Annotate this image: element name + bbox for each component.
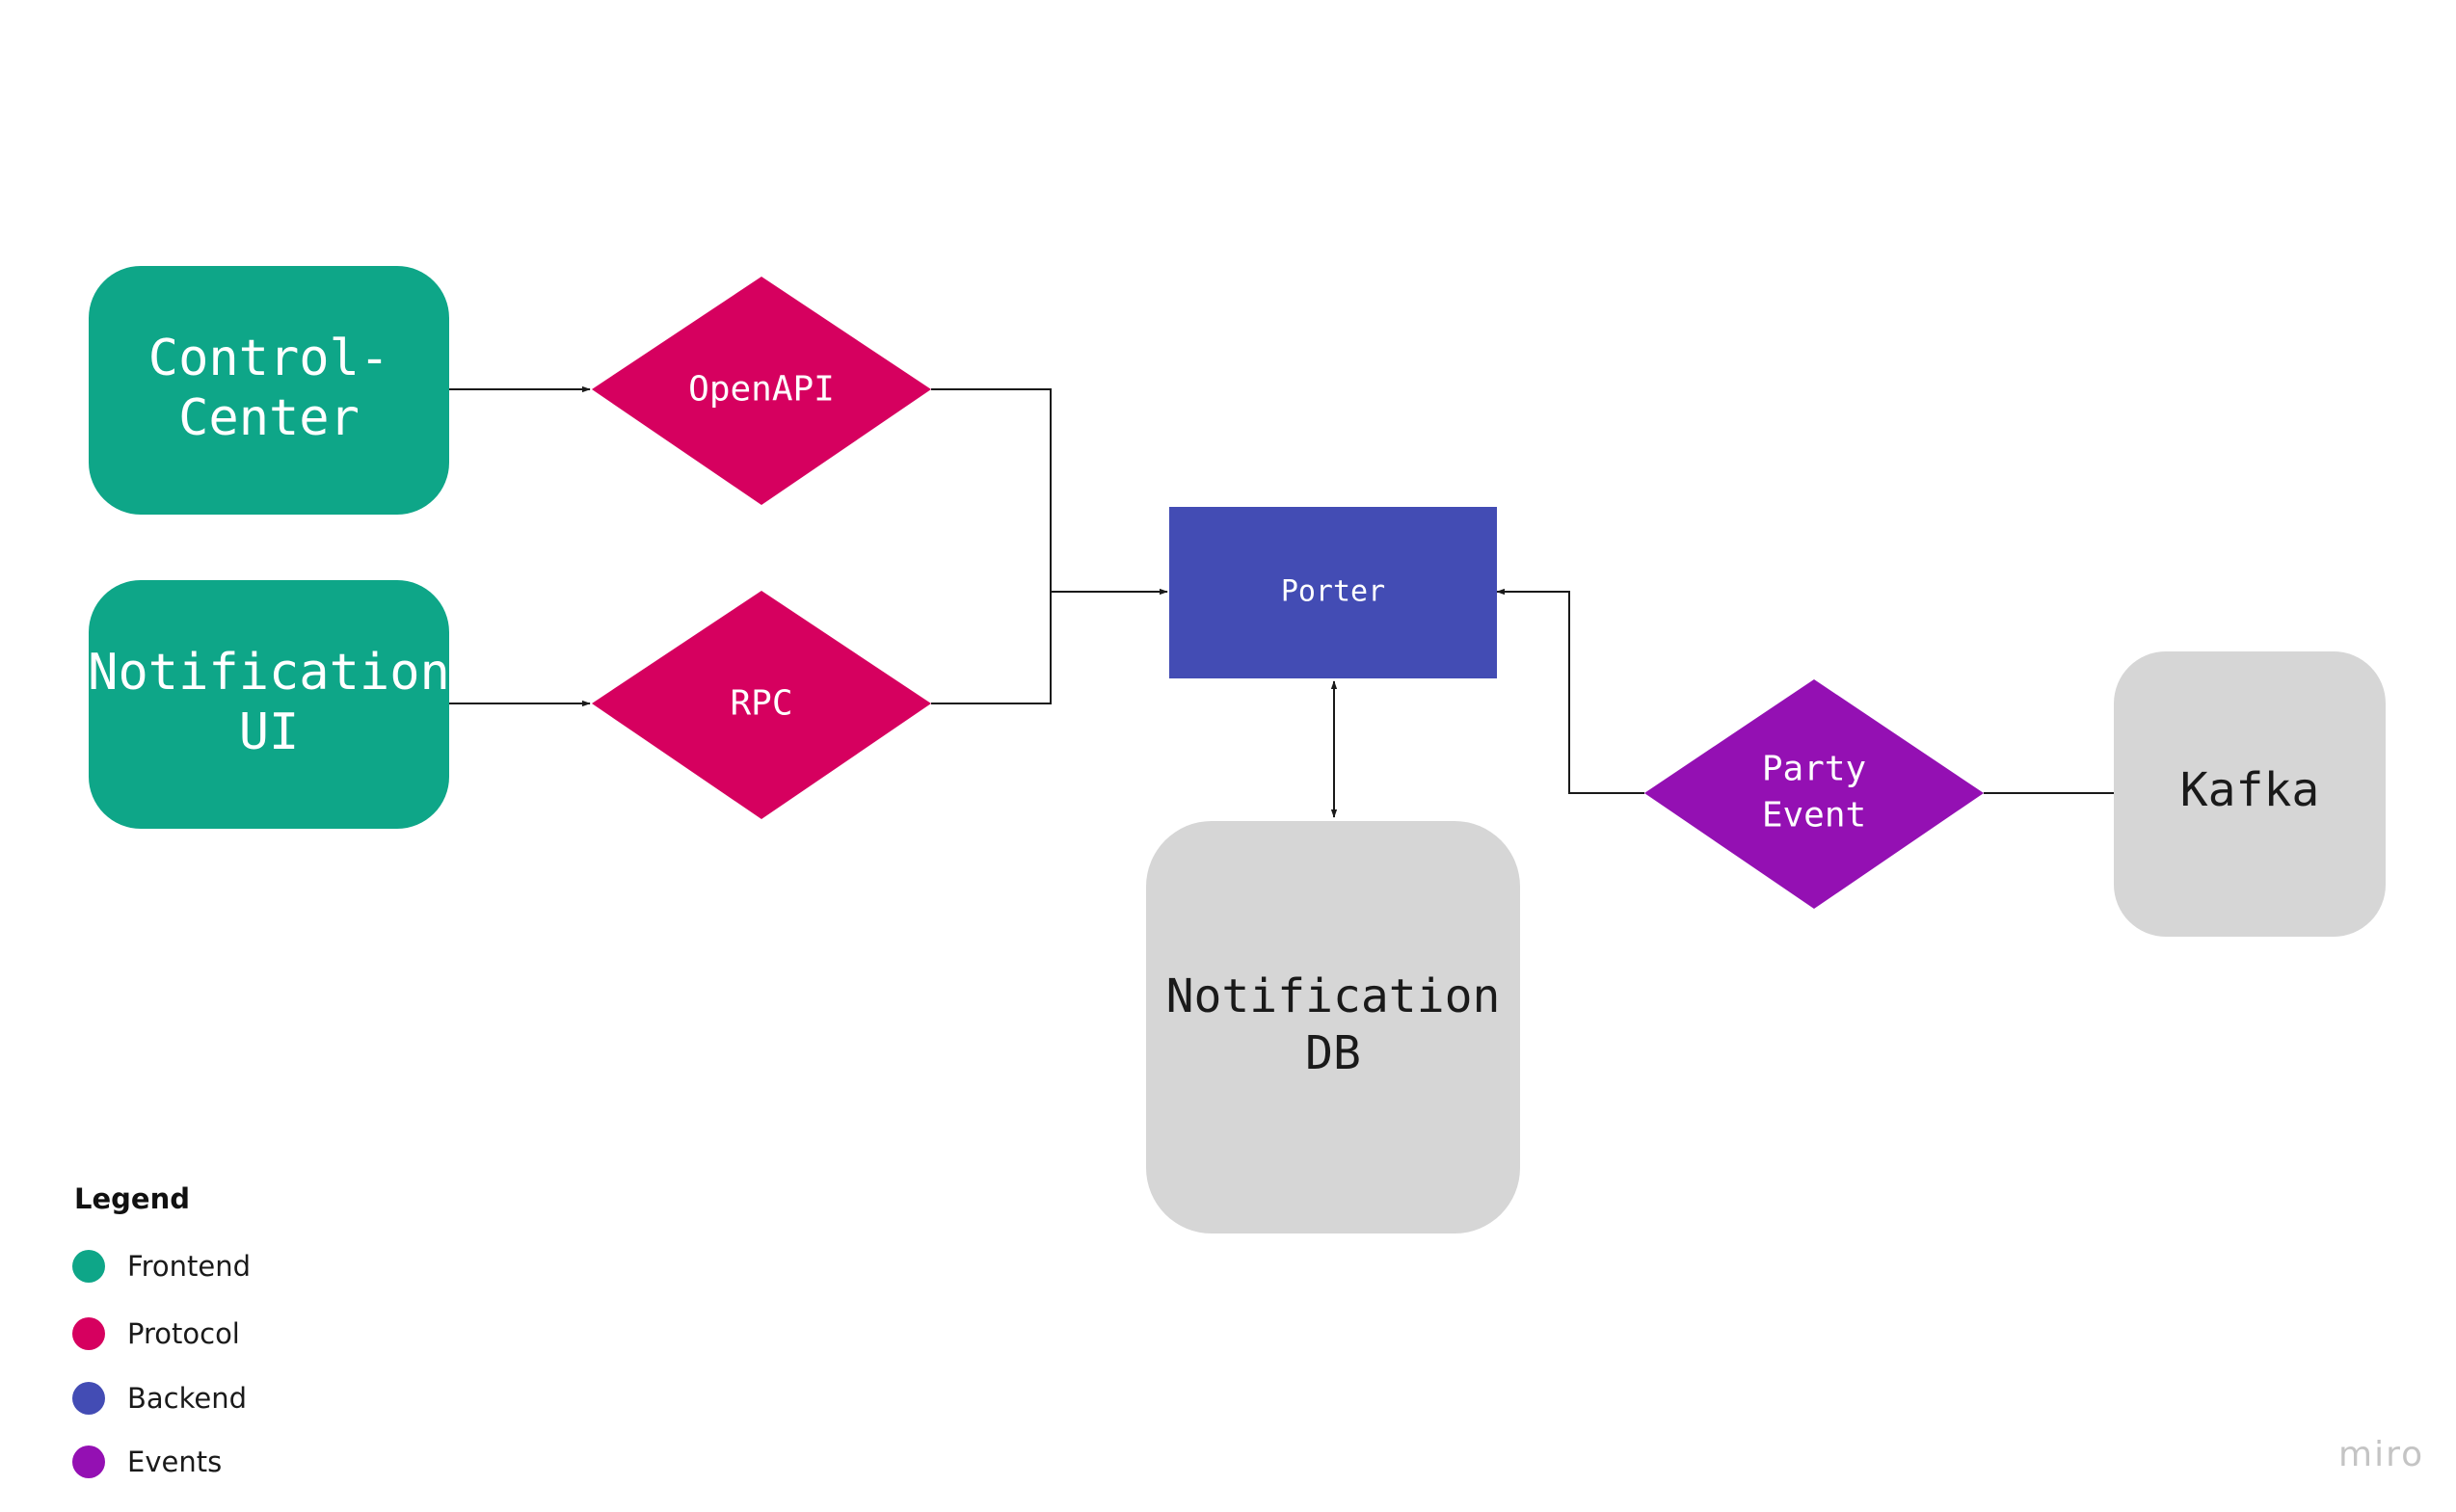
rpc-shape [592, 591, 931, 819]
notification-ui-shape [89, 580, 449, 829]
rpc-label: RPC [730, 684, 792, 724]
legend-swatch-backend [72, 1382, 105, 1415]
legend-label-frontend: Frontend [127, 1250, 251, 1283]
legend-title: Legend [74, 1182, 190, 1215]
node-notification-ui[interactable]: Notification UI [88, 580, 450, 829]
notification-ui-label-line2: UI [239, 703, 300, 761]
control-center-label-line1: Control- [148, 330, 389, 387]
party-event-label-line1: Party [1762, 750, 1866, 789]
edge-party-event-to-porter [1496, 588, 1644, 794]
kafka-label: Kafka [2180, 763, 2320, 817]
legend-swatch-protocol [72, 1317, 105, 1350]
node-party-event[interactable]: Party Event [1644, 679, 1984, 909]
legend-label-backend: Backend [127, 1382, 247, 1415]
miro-watermark: miro [2338, 1435, 2424, 1474]
node-notification-db[interactable]: Notification DB [1146, 821, 1520, 1233]
notification-db-label-line2: DB [1305, 1026, 1361, 1080]
notification-db-label-line1: Notification [1166, 969, 1501, 1023]
node-openapi[interactable]: OpenAPI [592, 277, 931, 505]
openapi-label: OpenAPI [688, 370, 835, 410]
legend-label-protocol: Protocol [127, 1317, 240, 1350]
openapi-shape [592, 277, 931, 505]
edge-rpc-to-porter [931, 588, 1168, 704]
notification-db-shape [1146, 821, 1520, 1233]
party-event-shape [1644, 679, 1984, 909]
node-rpc[interactable]: RPC [592, 591, 931, 819]
notification-ui-label-line1: Notification [88, 644, 450, 702]
porter-label: Porter [1281, 575, 1385, 609]
edge-openapi-to-porter [931, 388, 1052, 592]
porter-shape [1169, 507, 1497, 678]
node-kafka[interactable]: Kafka [2114, 651, 2386, 937]
control-center-shape [89, 266, 449, 515]
node-control-center[interactable]: Control- Center [89, 266, 449, 515]
control-center-label-line2: Center [178, 389, 360, 447]
legend-swatch-events [72, 1446, 105, 1478]
kafka-shape [2114, 651, 2386, 937]
node-porter[interactable]: Porter [1169, 507, 1497, 678]
legend-swatch-frontend [72, 1250, 105, 1283]
legend: Legend Frontend Protocol Backend Events [72, 1182, 251, 1478]
party-event-label-line2: Event [1762, 796, 1866, 836]
edges [449, 385, 2114, 818]
legend-label-events: Events [127, 1446, 222, 1478]
